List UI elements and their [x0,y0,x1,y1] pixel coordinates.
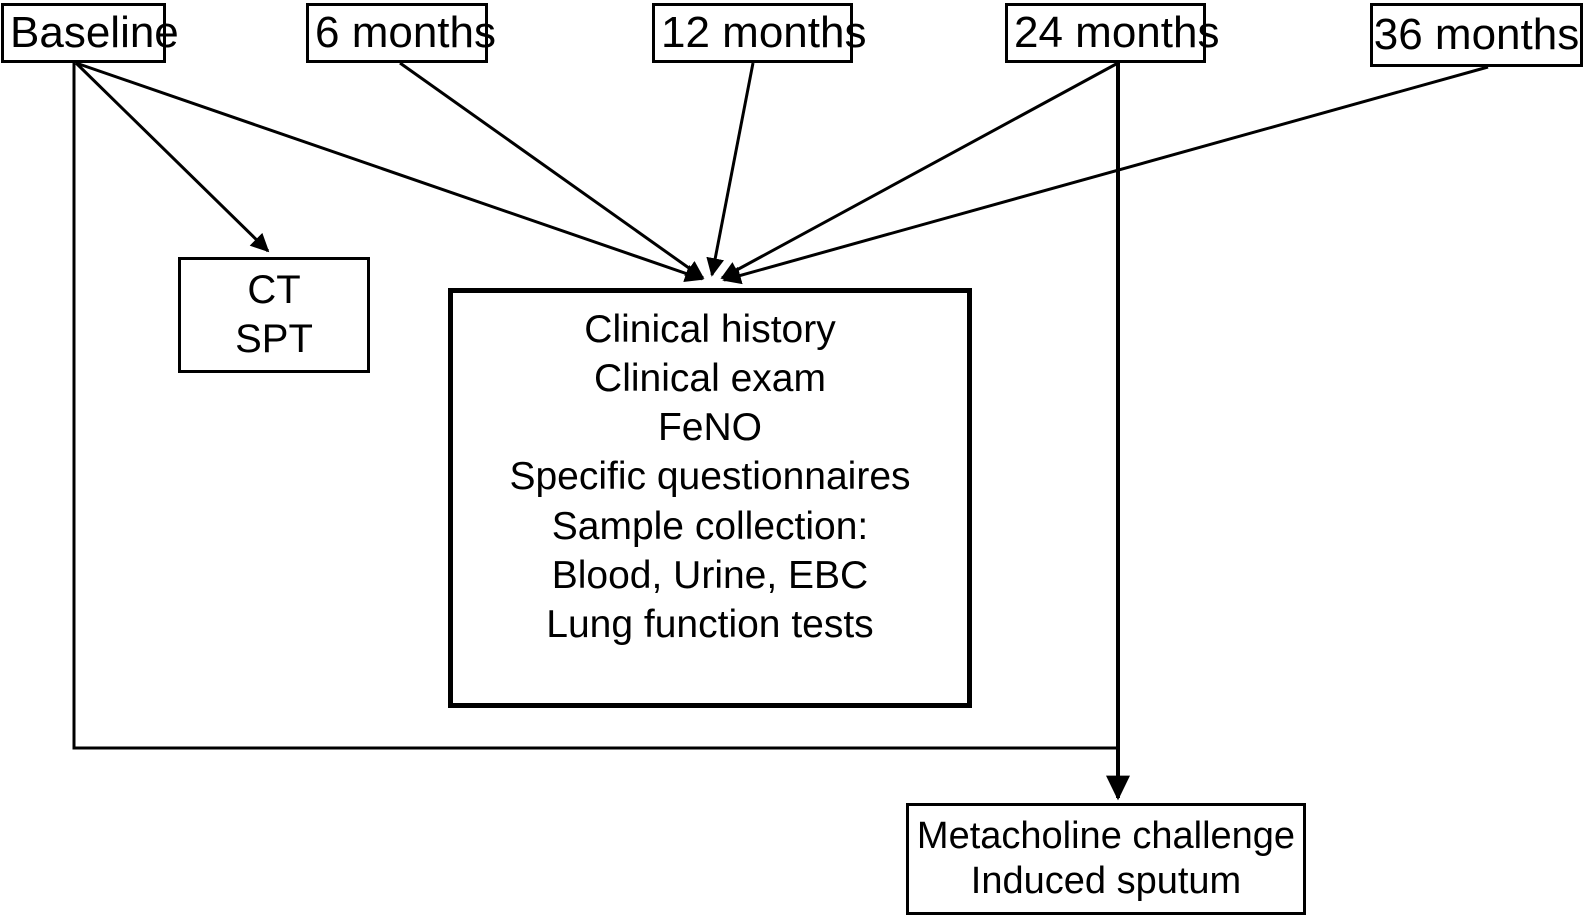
node-6-months[interactable]: 6 months [306,3,496,63]
node-assessments-line-3: FeNO [657,406,762,450]
node-assessments-line-5: Sample collection: [551,504,869,548]
edge-6-months-to-assessments [399,61,705,280]
node-12-months[interactable]: 12 months [652,3,866,63]
node-baseline-label: Baseline [10,7,179,57]
node-ct-spt-line-1: CT [247,268,301,313]
edge-12-months-to-assessments [706,62,755,277]
edge-baseline-to-ct-spt [74,61,270,253]
node-assessments-line-4: Specific questionnaires [509,455,911,499]
node-metacholine-line-2: Induced sputum [970,860,1242,902]
node-12-months-label: 12 months [661,7,867,57]
node-6-months-label: 6 months [315,7,496,57]
edge-baseline-to-metacholine [72,63,1118,750]
node-24-months-label: 24 months [1014,7,1220,57]
node-ct-spt[interactable]: CT SPT [178,257,370,373]
node-assessments[interactable]: Clinical history Clinical exam FeNO Spec… [448,288,972,708]
node-36-months[interactable]: 36 months [1370,3,1583,67]
node-metacholine-line-1: Metacholine challenge [916,815,1296,858]
node-24-months[interactable]: 24 months [1005,3,1219,63]
edge-36-months-to-assessments [722,65,1489,285]
node-baseline[interactable]: Baseline [1,3,179,63]
node-assessments-line-1: Clinical history [584,308,836,351]
node-assessments-line-6: Blood, Urine, EBC [551,553,869,597]
node-metacholine[interactable]: Metacholine challenge Induced sputum [906,803,1306,915]
node-assessments-line-7: Lung function tests [546,602,874,646]
node-36-months-label: 36 months [1373,9,1580,59]
edge-baseline-to-assessments [75,61,704,283]
edge-24-months-to-assessments [720,61,1119,280]
node-assessments-line-2: Clinical exam [594,357,826,401]
node-ct-spt-line-2: SPT [235,317,313,361]
